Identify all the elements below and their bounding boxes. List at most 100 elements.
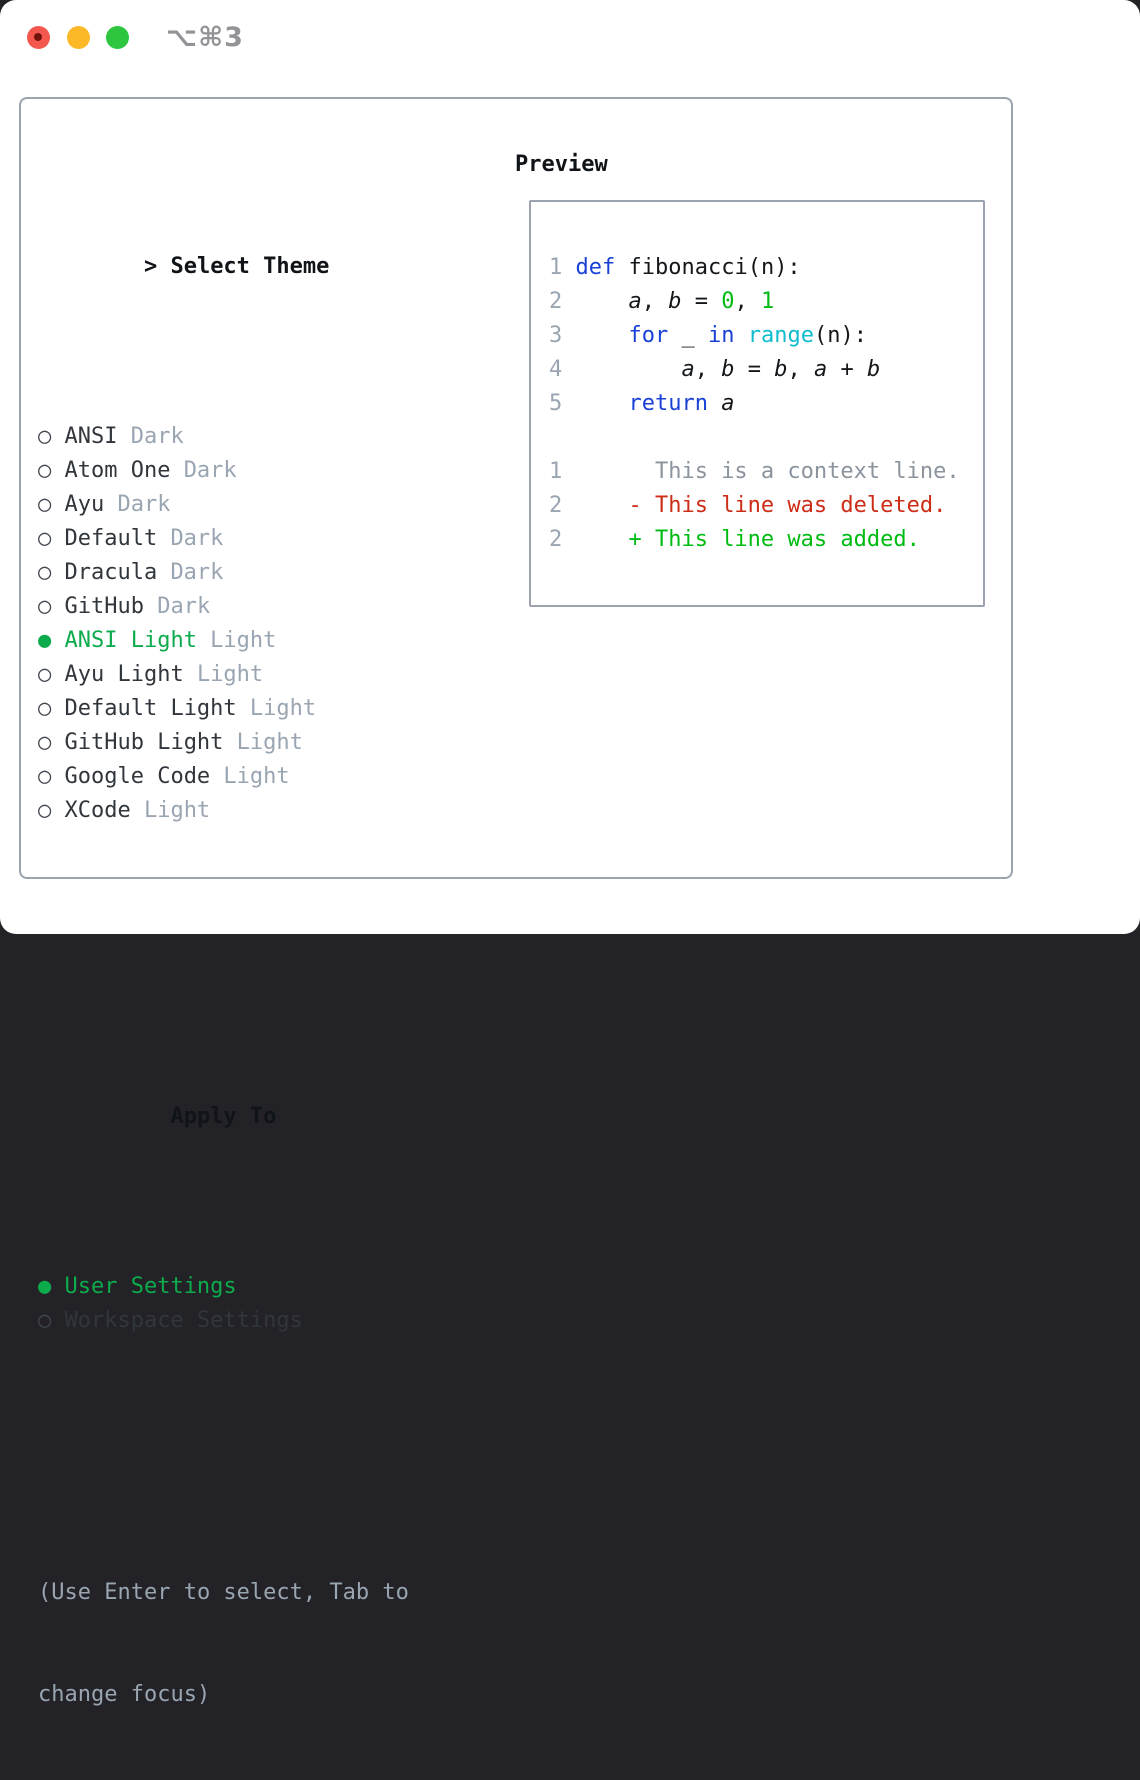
theme-option[interactable]: ○GitHub Dark — [38, 590, 493, 624]
radio-icon[interactable]: ○ — [38, 692, 64, 726]
code-token-fg: fibonacci(n): — [615, 255, 800, 280]
code-token-add: + This line was added. — [562, 527, 920, 552]
select-theme-title: Select Theme — [170, 254, 329, 279]
theme-variant-badge: Light — [144, 798, 210, 823]
radio-icon[interactable]: ○ — [38, 488, 64, 522]
spacer — [38, 930, 493, 964]
radio-icon[interactable]: ○ — [38, 522, 64, 556]
theme-option[interactable]: ○ANSI Dark — [38, 420, 493, 454]
code-token-fg: = — [681, 289, 721, 314]
theme-name: ANSI — [64, 424, 117, 449]
preview-line-diff-added: 2 + This line was added. — [549, 523, 983, 557]
theme-option[interactable]: ○Google Code Light — [38, 760, 493, 794]
radio-selected-icon[interactable]: ● — [38, 1270, 64, 1304]
preview-line-diff-deleted: 2 - This line was deleted. — [549, 489, 983, 523]
apply-to-list: ●User Settings○Workspace Settings — [38, 1270, 493, 1338]
window-title-shortcut: ⌥⌘3 — [166, 22, 244, 53]
preview-line-code: 3 for _ in range(n): — [549, 319, 983, 353]
code-token-kw: def — [576, 255, 616, 280]
code-token-num: 0 — [721, 289, 734, 314]
code-token-fg: _ — [668, 323, 708, 348]
radio-icon[interactable]: ○ — [38, 454, 64, 488]
code-token-var: a — [814, 357, 827, 382]
apply-to-option-label: User Settings — [64, 1274, 236, 1299]
radio-icon[interactable]: ○ — [38, 794, 64, 828]
code-token-fg: , — [695, 357, 722, 382]
theme-option[interactable]: ●ANSI Light Light — [38, 624, 493, 658]
theme-variant-badge: Dark — [170, 560, 223, 585]
radio-selected-icon[interactable]: ● — [38, 624, 64, 658]
apply-to-option[interactable]: ●User Settings — [38, 1270, 493, 1304]
radio-icon[interactable]: ○ — [38, 760, 64, 794]
code-token-fg: , — [642, 289, 669, 314]
line-number: 4 — [549, 353, 562, 387]
theme-option[interactable]: ○Default Light Light — [38, 692, 493, 726]
theme-variant-badge: Light — [210, 628, 276, 653]
theme-name: ANSI Light — [64, 628, 196, 653]
theme-option[interactable]: ○Default Dark — [38, 522, 493, 556]
theme-name: Dracula — [64, 560, 157, 585]
theme-variant-badge: Light — [250, 696, 316, 721]
radio-icon[interactable]: ○ — [38, 420, 64, 454]
code-token-fn: range — [748, 323, 814, 348]
line-number: 1 — [549, 455, 562, 489]
radio-icon[interactable]: ○ — [38, 726, 64, 760]
apply-to-header: Apply To — [38, 1066, 493, 1168]
preview-line-code: 5 return a — [549, 387, 983, 421]
theme-name: Google Code — [64, 764, 210, 789]
prompt-icon: > — [144, 250, 170, 284]
window-titlebar: ⌥⌘3 — [0, 0, 1140, 97]
theme-option[interactable]: ○XCode Light — [38, 794, 493, 828]
theme-variant-badge: Dark — [117, 492, 170, 517]
apply-to-title: Apply To — [170, 1104, 276, 1129]
radio-icon[interactable]: ○ — [38, 658, 64, 692]
hint-line-1: (Use Enter to select, Tab to — [38, 1576, 493, 1610]
theme-name: GitHub — [64, 594, 143, 619]
theme-variant-badge: Light — [223, 764, 289, 789]
theme-variant-badge: Dark — [170, 526, 223, 551]
apply-to-option[interactable]: ○Workspace Settings — [38, 1304, 493, 1338]
code-token-kw: for — [628, 323, 668, 348]
close-window-button[interactable] — [27, 26, 50, 49]
theme-name: XCode — [64, 798, 130, 823]
code-token-fg — [562, 255, 575, 280]
select-theme-header: >Select Theme — [38, 216, 493, 318]
theme-variant-badge: Dark — [131, 424, 184, 449]
code-token-num: 1 — [761, 289, 774, 314]
code-token-fg — [562, 323, 628, 348]
theme-option[interactable]: ○Ayu Dark — [38, 488, 493, 522]
code-token-fg — [562, 357, 681, 382]
minimize-window-button[interactable] — [67, 26, 90, 49]
code-token-var: b — [668, 289, 681, 314]
code-token-var: b — [774, 357, 787, 382]
theme-variant-badge: Dark — [157, 594, 210, 619]
theme-name: Ayu — [64, 492, 104, 517]
code-token-fg — [708, 391, 721, 416]
code-token-var: b — [867, 357, 880, 382]
theme-option[interactable]: ○Dracula Dark — [38, 556, 493, 590]
code-token-var: a — [721, 391, 734, 416]
radio-icon[interactable]: ○ — [38, 1304, 64, 1338]
preview-line-code: 4 a, b = b, a + b — [549, 353, 983, 387]
apply-to-option-label: Workspace Settings — [64, 1308, 302, 1333]
theme-name: Default Light — [64, 696, 236, 721]
hint-line-2: change focus) — [38, 1678, 493, 1712]
line-number: 1 — [549, 251, 562, 285]
zoom-window-button[interactable] — [106, 26, 129, 49]
radio-icon[interactable]: ○ — [38, 556, 64, 590]
code-token-del: - This line was deleted. — [562, 493, 946, 518]
code-token-fg — [562, 391, 628, 416]
code-token-var: b — [721, 357, 734, 382]
radio-icon[interactable]: ○ — [38, 590, 64, 624]
code-token-fg: , — [787, 357, 814, 382]
code-token-ctx: This is a context line. — [562, 459, 959, 484]
code-token-fg — [562, 289, 628, 314]
theme-name: Default — [64, 526, 157, 551]
